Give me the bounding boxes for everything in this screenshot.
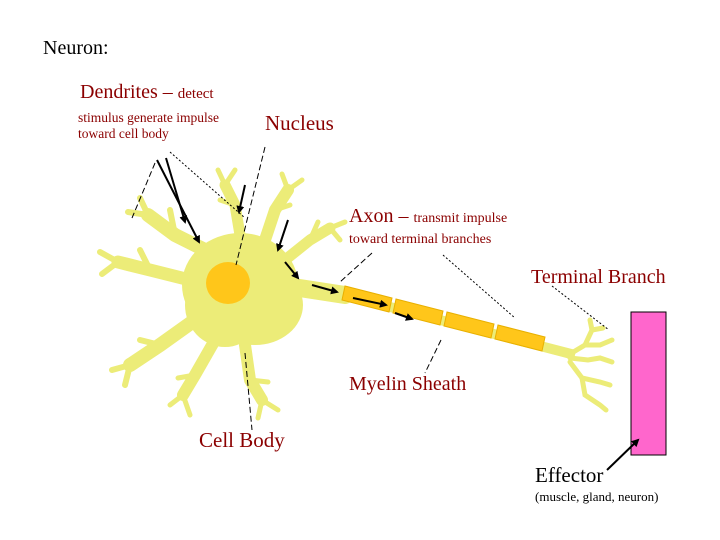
nucleus-shape [206, 262, 250, 304]
diagram-heading: Neuron: [43, 37, 109, 59]
terminal-branches [567, 317, 615, 413]
dendrites-description: stimulus generate impulse toward cell bo… [78, 110, 219, 142]
effector-box [630, 311, 667, 456]
leader-lines [131, 146, 610, 431]
terminal-branch-label: Terminal Branch [531, 266, 666, 288]
axon [338, 285, 577, 360]
axon-title-small: transmit impulse [413, 211, 508, 226]
impulse-arrows [156, 157, 640, 471]
myelin-sheath-segments [341, 285, 546, 352]
dendrites-label: Dendrites – detect [80, 82, 214, 103]
myelin-sheath-label: Myelin Sheath [349, 373, 467, 395]
dendrites-title-small: detect [177, 86, 214, 102]
axon-title: Axon – [349, 205, 409, 227]
effector-description: (muscle, gland, neuron) [535, 489, 659, 504]
axon-description: toward terminal branches [349, 232, 492, 247]
cell-body-label: Cell Body [199, 428, 285, 452]
dendrites-title: Dendrites – [80, 81, 173, 103]
nucleus-label: Nucleus [265, 111, 334, 135]
axon-label: Axon – transmit impulse [349, 206, 507, 227]
effector-label: Effector [535, 463, 604, 487]
